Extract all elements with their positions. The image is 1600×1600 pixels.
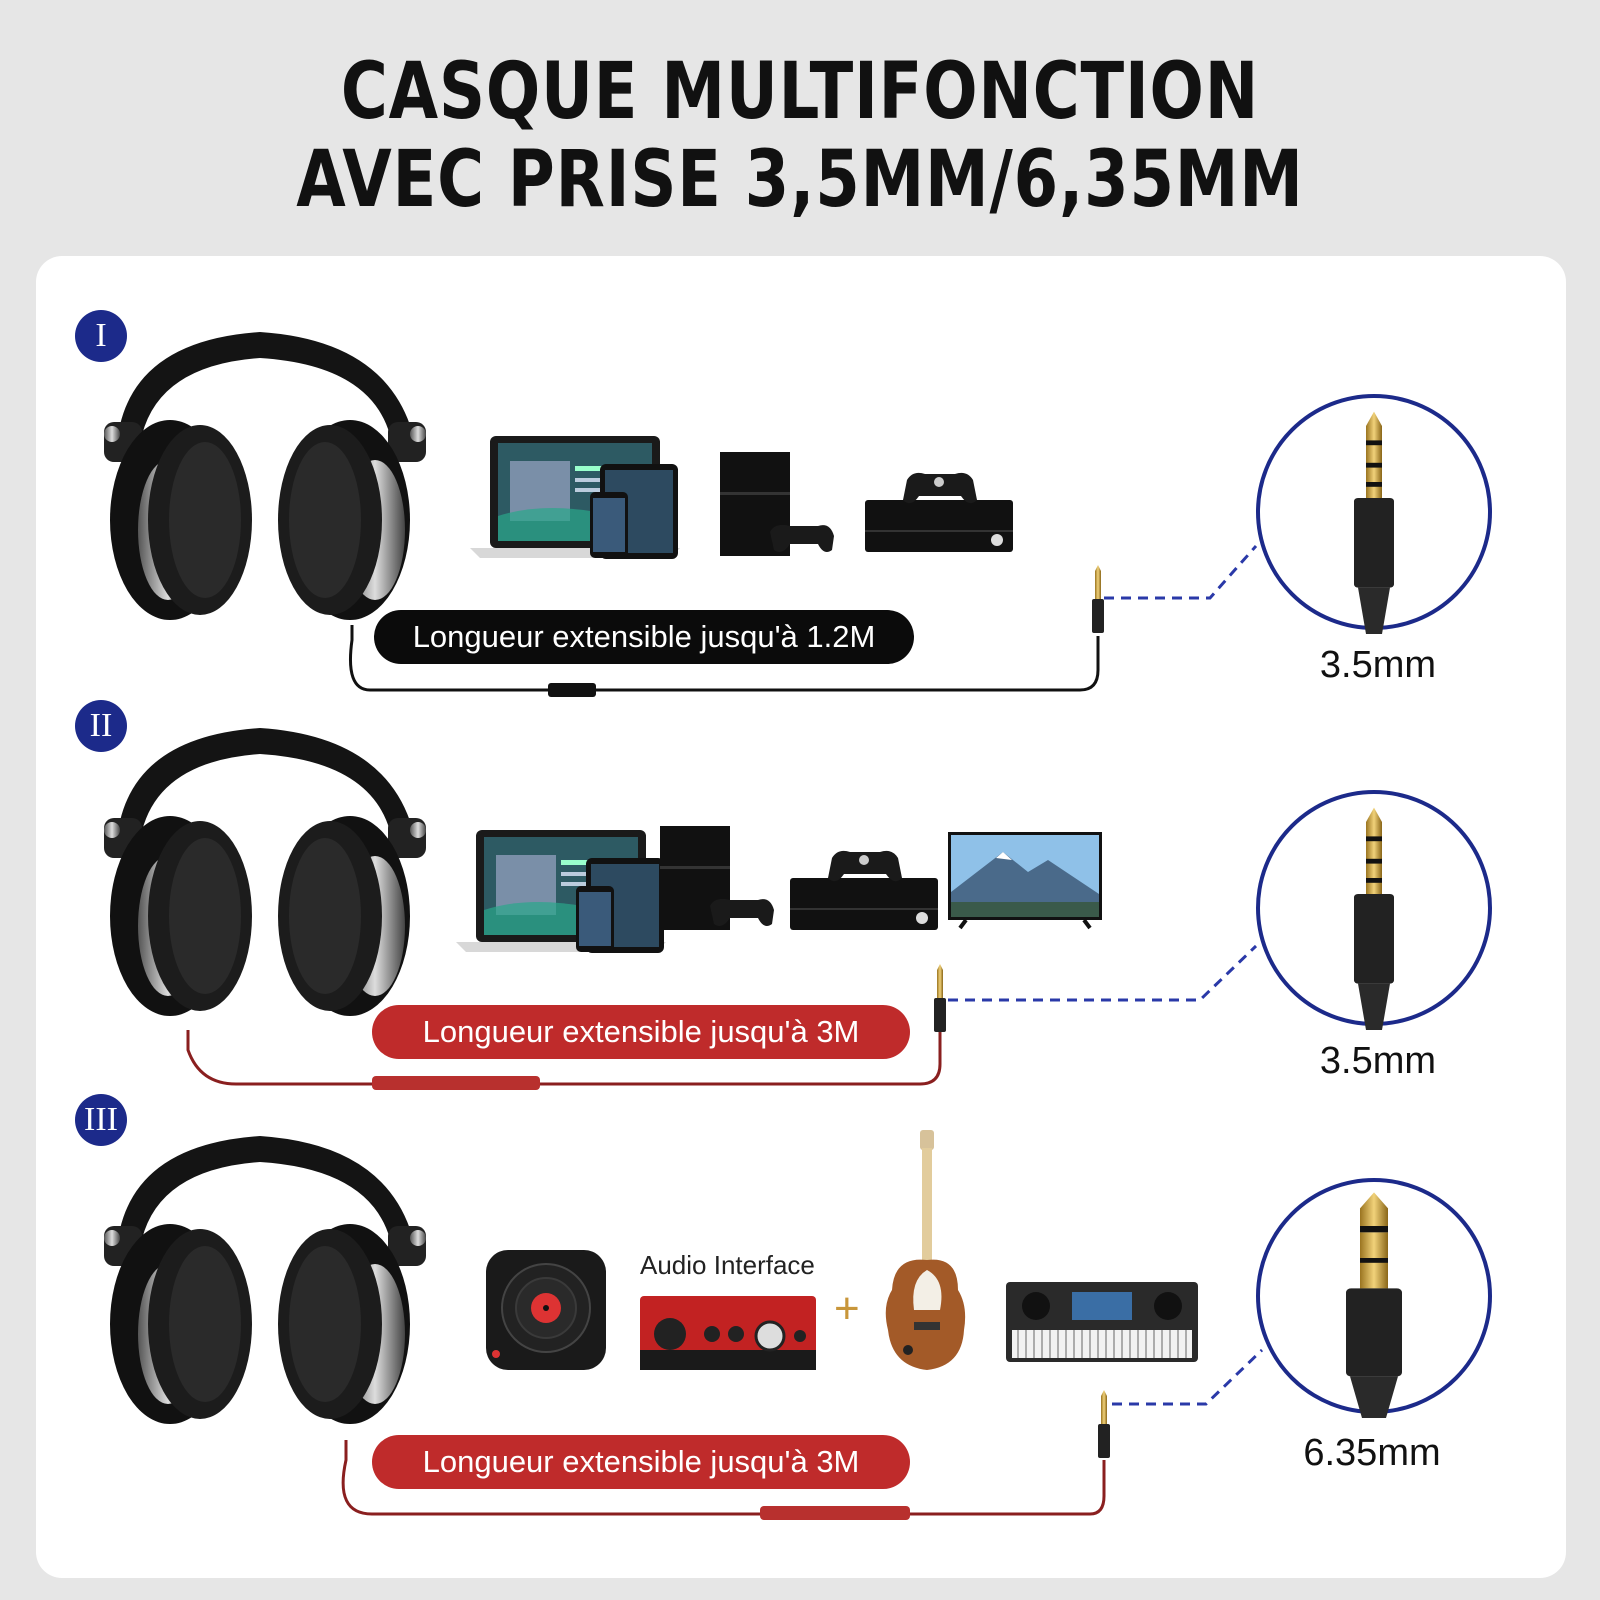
plug-closeup-circle-3 [1256, 1178, 1492, 1418]
section-badge-1: I [75, 310, 127, 362]
vinyl-app-icon [486, 1250, 606, 1370]
plug-size-label-3: 6.35mm [1303, 1432, 1441, 1474]
plug-closeup-circle-2 [1256, 790, 1492, 1030]
cable-length-label-3: Longueur extensible jusqu'à 3M [372, 1435, 910, 1489]
page-title-line-2: AVEC PRISE 3,5MM/6,35MM [296, 135, 1304, 225]
plug-size-label-2: 3.5mm [1319, 1040, 1437, 1082]
plus-sign: + [834, 1284, 860, 1333]
guitar-icon [885, 1130, 966, 1370]
cable-length-label-1: Longueur extensible jusqu'à 1.2M [374, 610, 914, 664]
audio-interface-icon [640, 1296, 816, 1370]
section-badge-2: II [75, 700, 127, 752]
stereo-jack-plug-3 [1098, 1390, 1110, 1458]
keyboard-icon [1006, 1282, 1198, 1362]
page-title-line-1: CASQUE MULTIFONCTION [340, 47, 1260, 137]
plug-closeup-circle-1 [1256, 394, 1492, 634]
plug-size-label-1: 3.5mm [1319, 644, 1437, 686]
section-badge-3: III [75, 1094, 127, 1146]
cable-length-label-2: Longueur extensible jusqu'à 3M [372, 1005, 910, 1059]
audio-interface-label: Audio Interface [640, 1250, 815, 1280]
